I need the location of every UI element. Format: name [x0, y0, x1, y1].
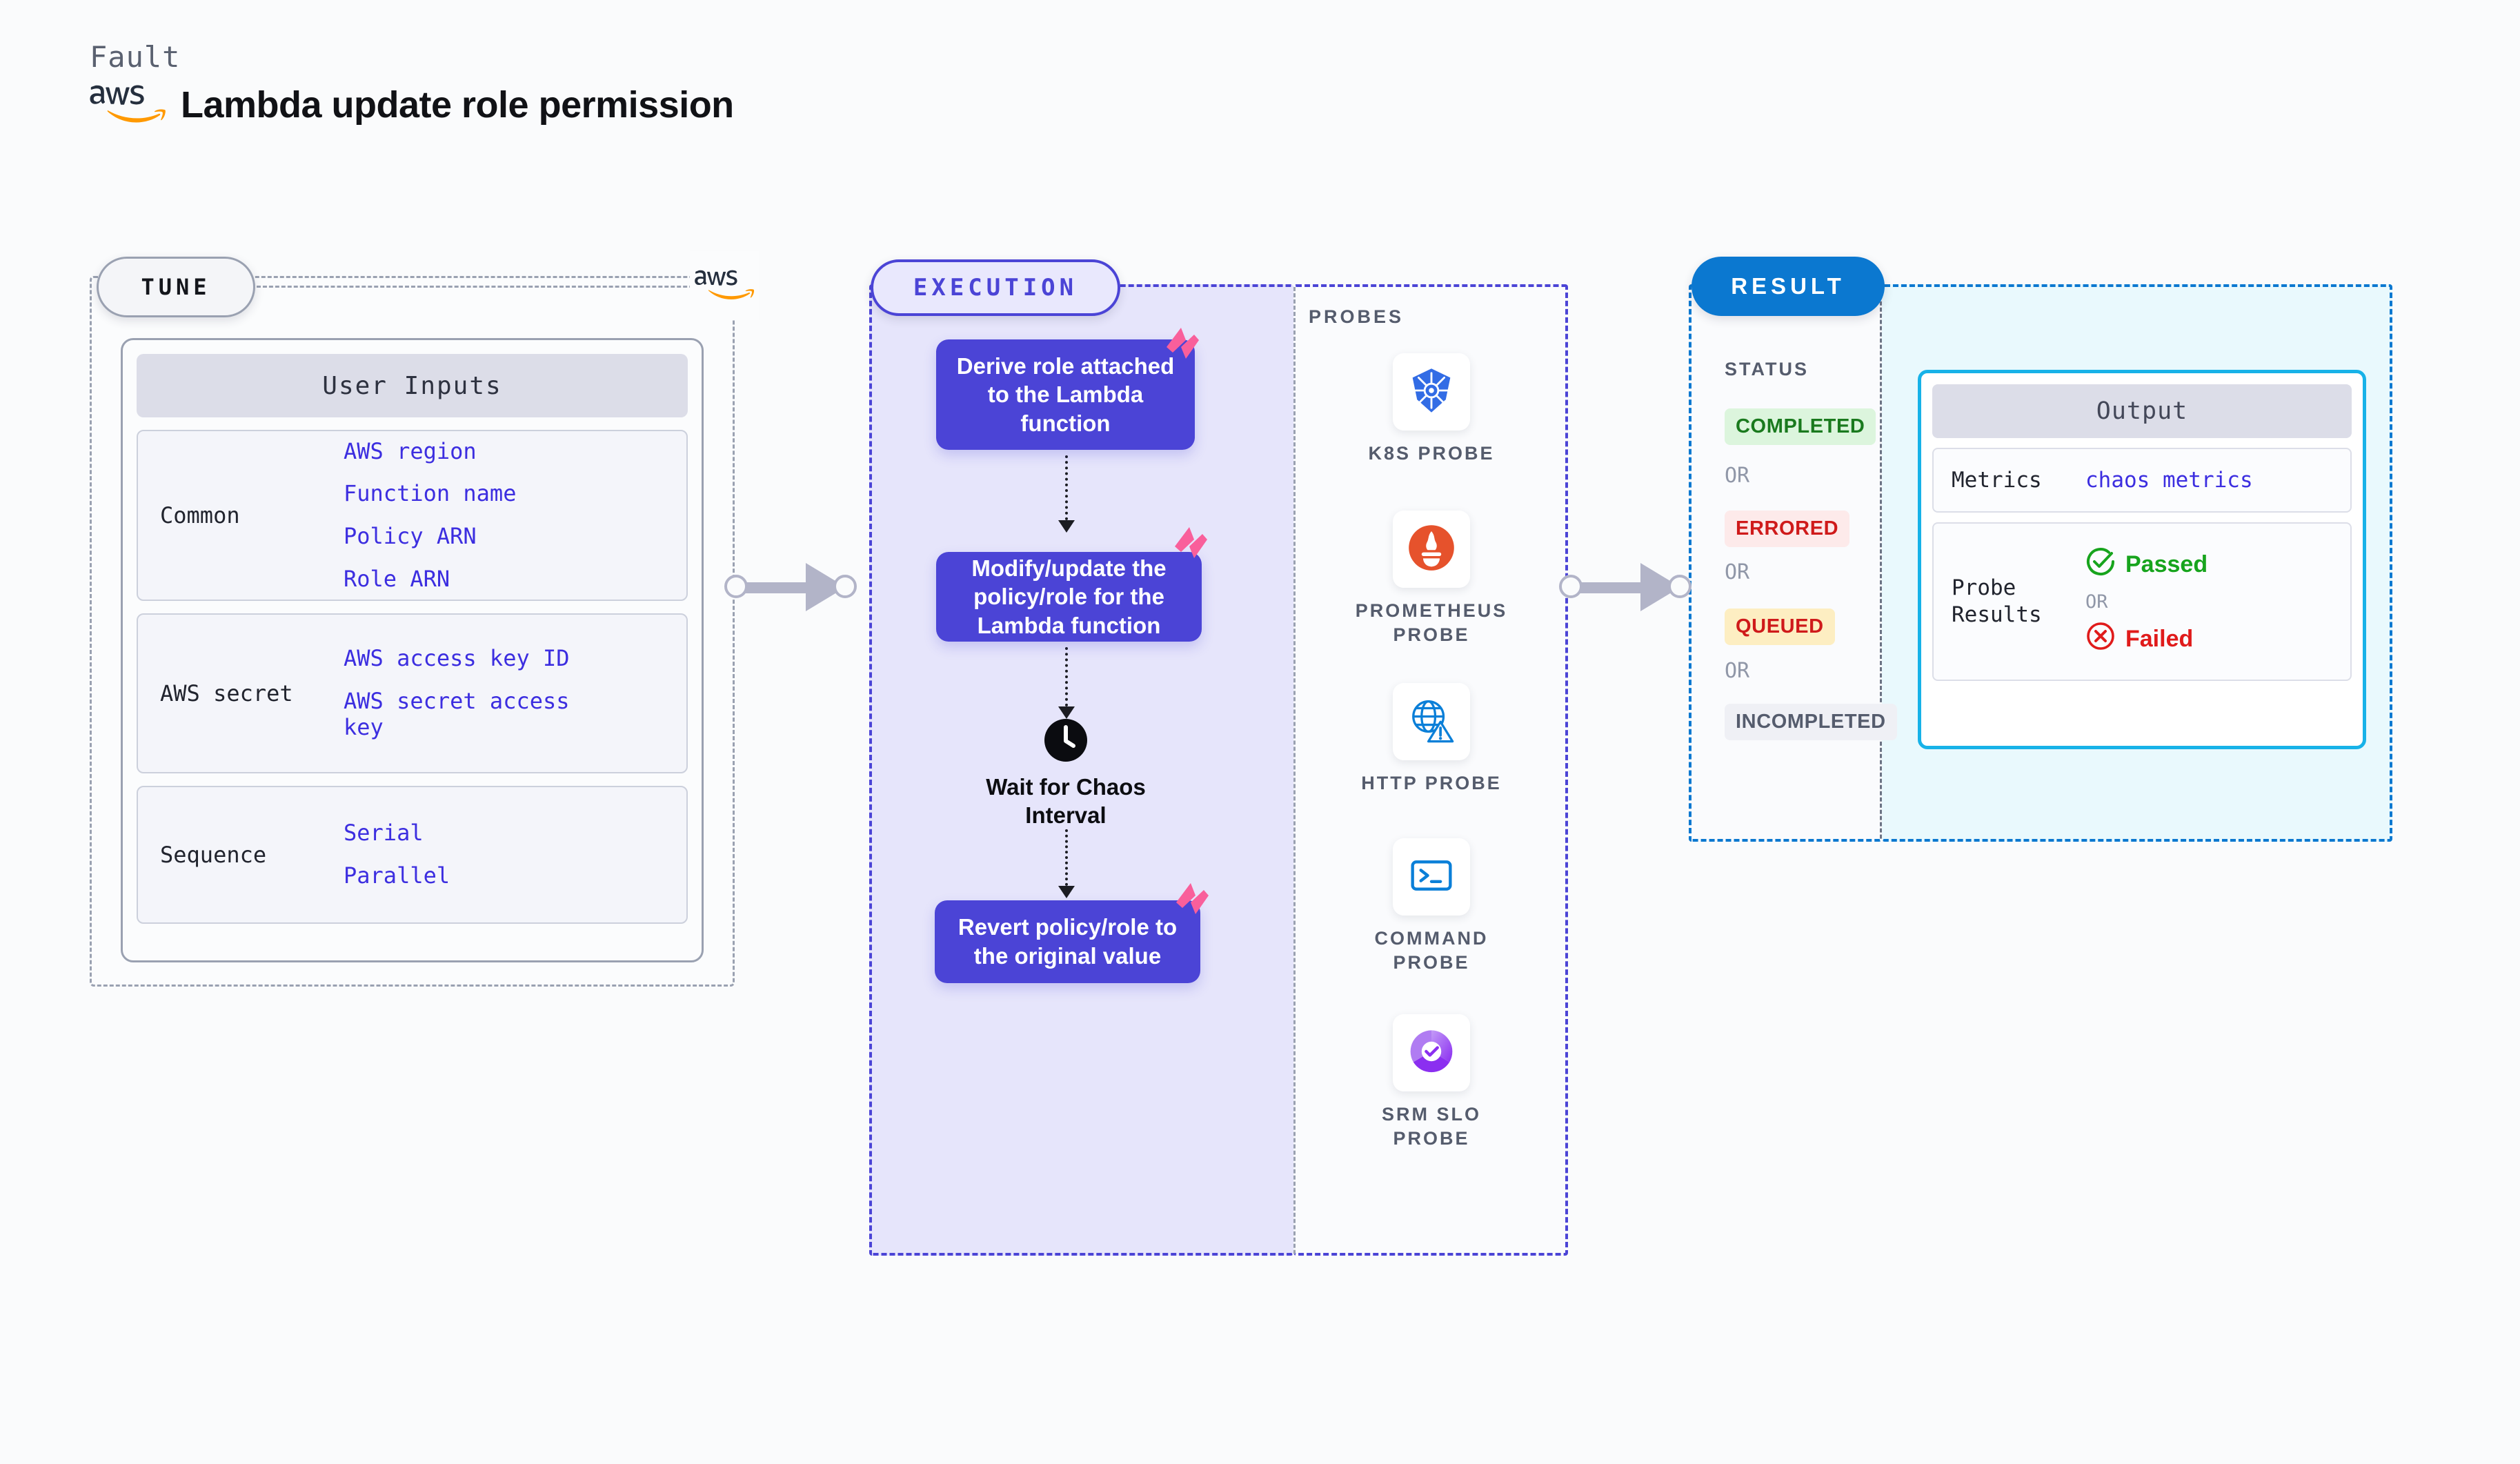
x-circle-icon [2085, 621, 2116, 657]
input-value[interactable]: AWS region [344, 437, 477, 464]
execution-pill[interactable]: EXECUTION [871, 259, 1120, 316]
probe-result-or: OR [2085, 591, 2108, 613]
connector-execution-to-result [1558, 563, 1703, 611]
tune-aws-logo [690, 251, 759, 320]
check-circle-icon [2085, 546, 2116, 583]
input-group-sequence: Sequence Serial Parallel [137, 786, 688, 924]
probe-icon-tile [1393, 683, 1470, 760]
input-group-aws-secret: AWS secret AWS access key ID AWS secret … [137, 613, 688, 773]
output-row-metrics: Metrics chaos metrics [1932, 448, 2352, 513]
arrow-head [1058, 886, 1075, 898]
probe-icon-tile [1393, 838, 1470, 916]
connector-dot-end [833, 575, 857, 598]
status-badge-completed: COMPLETED [1725, 408, 1876, 445]
arrow-head [1058, 520, 1075, 533]
input-group-common: Common AWS region Function name Policy A… [137, 430, 688, 601]
probe-result-failed: Failed [2085, 621, 2208, 657]
input-group-values: AWS region Function name Policy ARN Role… [344, 437, 517, 593]
probe-results-values: Passed OR Failed [2085, 546, 2208, 657]
result-status-zone [1689, 284, 1882, 842]
input-value[interactable]: Parallel [344, 862, 450, 889]
title-row: Lambda update role permission [90, 83, 734, 126]
arrow-line [1065, 647, 1068, 706]
execution-step-1[interactable]: Derive role attached to the Lambda funct… [936, 339, 1195, 450]
wait-label: Wait for Chaos Interval [986, 774, 1146, 828]
result-pill[interactable]: RESULT [1691, 257, 1885, 316]
output-row-probe-results: Probe Results Passed OR [1932, 522, 2352, 681]
connector-dot-start [724, 575, 748, 598]
probe-icon-tile [1393, 353, 1470, 431]
srm-slo-icon [1407, 1027, 1456, 1079]
litmus-icon [1163, 326, 1200, 362]
connector-tune-to-execution [723, 563, 868, 611]
failed-label: Failed [2125, 625, 2194, 652]
arrow-head [1058, 706, 1075, 719]
arrow-line [1065, 455, 1068, 520]
input-group-label: AWS secret [160, 680, 293, 706]
probe-label: SRM SLO PROBE [1381, 1104, 1481, 1149]
litmus-icon [1173, 882, 1210, 918]
kubernetes-icon [1407, 366, 1456, 418]
clock-icon [1043, 718, 1089, 766]
status-badge-incompleted: INCOMPLETED [1725, 704, 1897, 740]
input-group-values: AWS access key ID AWS secret access key [344, 646, 606, 740]
status-or-1: OR [1725, 464, 1750, 488]
probe-icon-tile [1393, 1014, 1470, 1091]
status-section-label: STATUS [1725, 359, 1809, 379]
status-or-3: OR [1725, 659, 1750, 683]
probe-results-label: Probe Results [1952, 575, 2042, 627]
fault-label: Fault [90, 40, 181, 74]
arrow-line [1065, 829, 1068, 886]
probe-label: HTTP PROBE [1361, 773, 1502, 793]
input-value[interactable]: Policy ARN [344, 523, 477, 549]
aws-logo [90, 83, 166, 126]
metrics-value[interactable]: chaos metrics [2085, 468, 2253, 493]
connector-dot-end [1668, 575, 1691, 598]
probes-section-label: PROBES [1309, 306, 1405, 327]
status-badge-errored: ERRORED [1725, 511, 1850, 547]
passed-label: Passed [2125, 551, 2208, 577]
execution-step-2[interactable]: Modify/update the policy/role for the La… [936, 552, 1202, 642]
http-globe-warning-icon [1407, 696, 1456, 748]
probes-zone [1293, 284, 1568, 1256]
tune-connector-line [257, 286, 712, 288]
probe-label: K8S PROBE [1368, 443, 1495, 464]
page-title: Lambda update role permission [181, 84, 734, 126]
litmus-icon [1171, 526, 1209, 562]
output-title: Output [1932, 384, 2352, 438]
output-card: Output Metrics chaos metrics Probe Resul… [1918, 370, 2366, 749]
input-value[interactable]: Serial [344, 820, 424, 847]
input-value[interactable]: Role ARN [344, 565, 450, 592]
wait-for-chaos-interval: Wait for Chaos Interval [952, 718, 1180, 830]
status-badge-queued: QUEUED [1725, 609, 1835, 645]
probe-srm-slo[interactable]: SRM SLO PROBE [1342, 1014, 1521, 1151]
terminal-icon [1407, 851, 1456, 903]
user-inputs-title: User Inputs [137, 354, 688, 417]
input-value[interactable]: Function name [344, 480, 517, 507]
input-value[interactable]: AWS secret access key [344, 688, 570, 740]
tune-pill[interactable]: TUNE [97, 257, 255, 317]
probe-prometheus[interactable]: PROMETHEUS PROBE [1342, 511, 1521, 647]
input-group-label: Common [160, 502, 240, 528]
probe-label: PROMETHEUS PROBE [1355, 600, 1508, 646]
metrics-label: Metrics [1952, 467, 2042, 493]
user-inputs-card: User Inputs Common AWS region Function n… [121, 338, 704, 962]
page-header: Fault Lambda update role permission [90, 40, 734, 126]
input-value[interactable]: AWS access key ID [344, 645, 570, 672]
prometheus-icon [1407, 524, 1456, 575]
probe-http[interactable]: HTTP PROBE [1342, 683, 1521, 795]
probe-k8s[interactable]: K8S PROBE [1342, 353, 1521, 466]
input-group-label: Sequence [160, 842, 267, 868]
connector-dot-start [1559, 575, 1583, 598]
execution-step-3[interactable]: Revert policy/role to the original value [935, 900, 1200, 983]
probe-icon-tile [1393, 511, 1470, 588]
probe-result-passed: Passed [2085, 546, 2208, 583]
probe-label: COMMAND PROBE [1374, 928, 1489, 973]
probe-command[interactable]: COMMAND PROBE [1342, 838, 1521, 975]
input-group-values: Serial Parallel [344, 820, 450, 889]
status-or-2: OR [1725, 560, 1750, 584]
